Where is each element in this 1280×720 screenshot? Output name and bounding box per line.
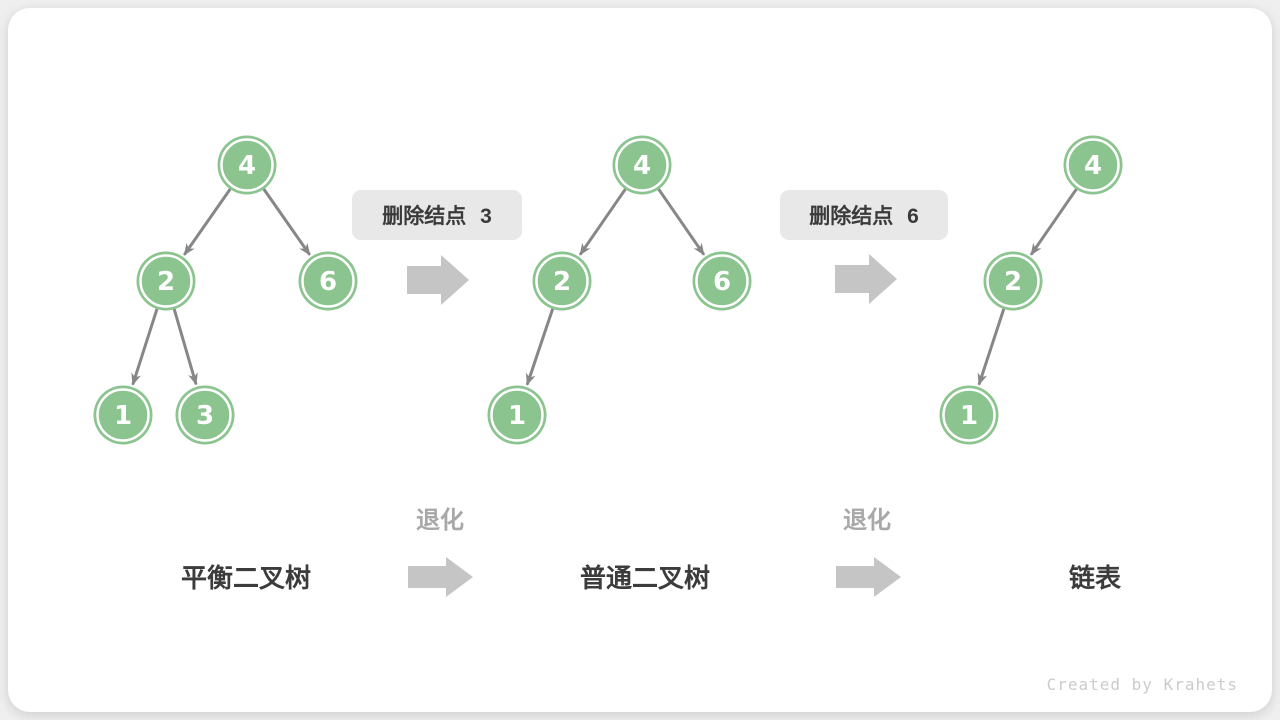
tree-node-2: 2 bbox=[136, 251, 196, 311]
edge-4-6 bbox=[262, 188, 311, 256]
degrade-arrow-icon bbox=[836, 557, 901, 597]
tree-node-1: 1 bbox=[487, 385, 547, 445]
degrade-label: 退化 bbox=[843, 507, 891, 534]
tree-node-1: 1 bbox=[939, 385, 999, 445]
tree-node-value: 6 bbox=[713, 267, 731, 297]
edge-4-2 bbox=[579, 188, 627, 256]
tree-node-value: 1 bbox=[960, 401, 978, 431]
tree-node-4: 4 bbox=[1063, 135, 1123, 195]
delete-node-3-label: 删除结点 3 bbox=[352, 190, 522, 240]
edge-4-6 bbox=[657, 188, 705, 256]
delete-node-6-label: 删除结点 6 bbox=[780, 190, 948, 240]
tree-node-value: 1 bbox=[114, 401, 132, 431]
caption-ordinary-tree: 普通二叉树 bbox=[579, 563, 710, 593]
tree-node-value: 4 bbox=[1084, 151, 1102, 181]
tree-node-1: 1 bbox=[93, 385, 153, 445]
tree-node-value: 2 bbox=[553, 267, 571, 297]
tree-node-2: 2 bbox=[532, 251, 592, 311]
tree-node-value: 1 bbox=[508, 401, 526, 431]
watermark: Created by Krahets bbox=[1046, 675, 1238, 694]
tree-node-6: 6 bbox=[298, 251, 358, 311]
caption-balanced-tree: 平衡二叉树 bbox=[180, 563, 311, 593]
tree-node-6: 6 bbox=[692, 251, 752, 311]
tree-ordinary-canvas: 4 2 6 1 bbox=[487, 135, 752, 445]
tree-node-value: 2 bbox=[157, 267, 175, 297]
tree-node-value: 4 bbox=[633, 151, 651, 181]
tree-node-4: 4 bbox=[217, 135, 277, 195]
tree-node-2: 2 bbox=[983, 251, 1043, 311]
tree-edges bbox=[525, 188, 705, 386]
edge-2-3 bbox=[172, 308, 198, 386]
degrade-label: 退化 bbox=[416, 507, 464, 534]
tree-node-3: 3 bbox=[175, 385, 235, 445]
tree-node-value: 3 bbox=[196, 401, 214, 431]
edge-2-1 bbox=[977, 308, 1006, 386]
tree-node-value: 6 bbox=[319, 267, 337, 297]
caption-linked-list: 链表 bbox=[1068, 563, 1121, 593]
edge-2-1 bbox=[131, 308, 159, 386]
tree-node-value: 4 bbox=[238, 151, 256, 181]
edge-4-2 bbox=[1030, 188, 1078, 256]
tree-linked-list-canvas: 4 2 1 bbox=[939, 135, 1123, 445]
edge-2-1 bbox=[525, 307, 554, 386]
tree-balanced-canvas: 4 2 6 1 3 bbox=[93, 135, 358, 445]
degrade-arrow-icon bbox=[408, 557, 473, 597]
tree-edges bbox=[131, 188, 311, 386]
tree-edges bbox=[977, 188, 1078, 386]
diagram-card bbox=[8, 8, 1272, 712]
tree-node-4: 4 bbox=[612, 135, 672, 195]
tree-node-value: 2 bbox=[1004, 267, 1022, 297]
transition-arrow-icon bbox=[835, 254, 897, 304]
transition-arrow-icon bbox=[407, 255, 469, 305]
edge-4-2 bbox=[183, 188, 232, 256]
